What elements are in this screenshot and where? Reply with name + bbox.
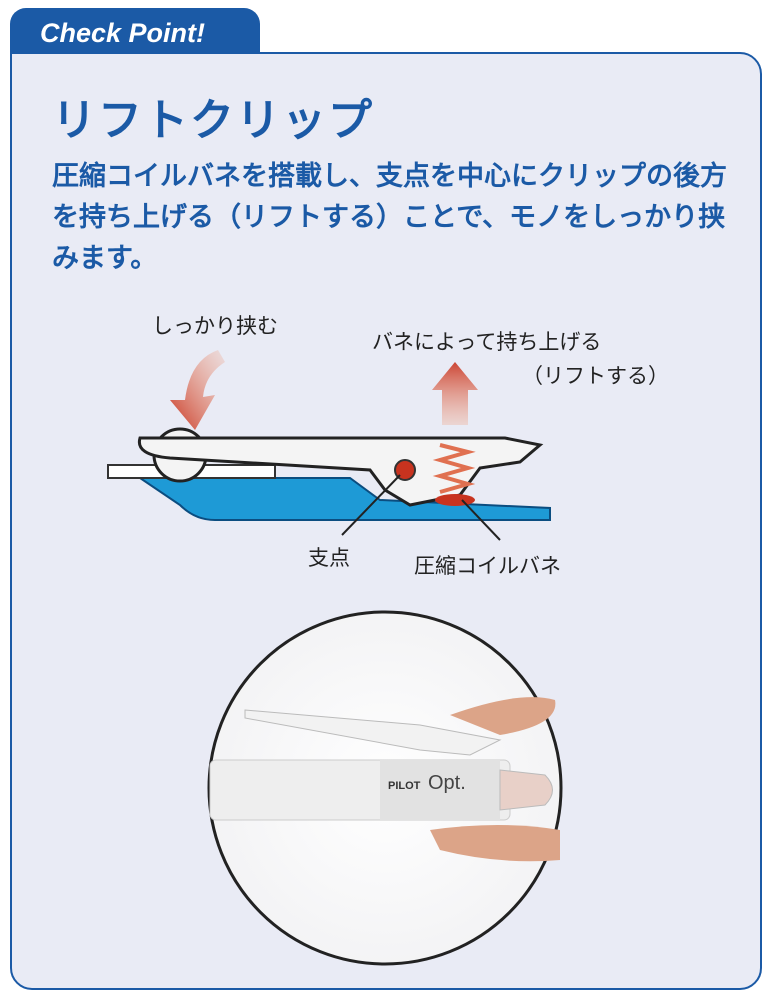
label-lift: バネによって持ち上げる [372,330,602,354]
pen-body [136,477,551,521]
label-lift-sub: （リフトする） [522,364,669,388]
label-spring: 圧縮コイルバネ [414,554,561,578]
grip-arrow-icon [170,350,225,430]
spring-icon [432,443,476,494]
label-fulcrum: 支点 [308,546,350,570]
pen-photo [207,610,563,966]
clip-body [137,436,544,507]
label-grip: しっかり挟む [152,314,278,338]
pen-brand: PILOT [388,780,421,792]
pen-model: Opt. [428,772,466,794]
lift-arrow-icon [432,362,478,425]
tab-label: Check Point! [40,18,206,48]
description: 圧縮コイルバネを搭載し、支点を中心にクリップの後方を持ち上げる（リフトする）こと… [52,161,727,274]
page-title: リフトクリップ [52,95,374,146]
